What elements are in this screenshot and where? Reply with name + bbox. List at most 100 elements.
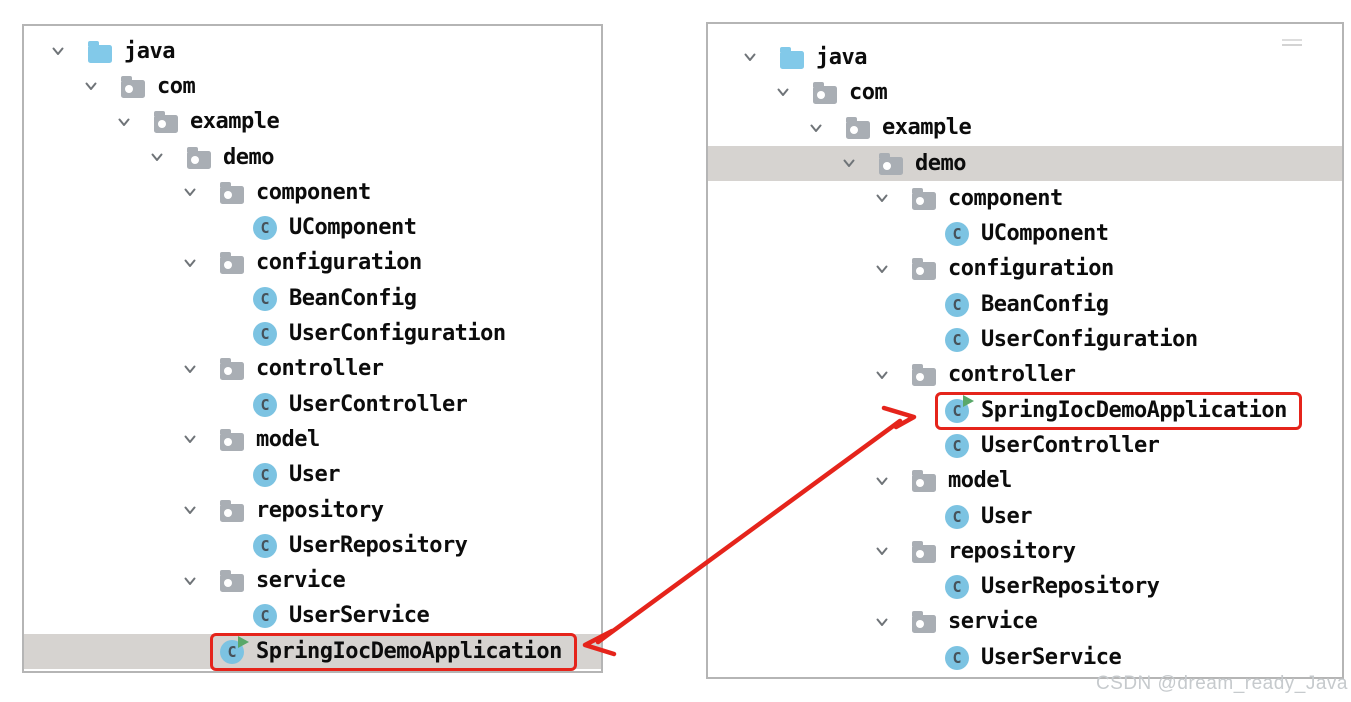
chevron-down-icon[interactable]	[744, 53, 756, 62]
tree-item-demo[interactable]: demo	[24, 140, 601, 175]
tree-item-model[interactable]: model	[24, 422, 601, 457]
tree-item-controller[interactable]: controller	[708, 358, 1342, 393]
chevron-down-icon[interactable]	[876, 265, 888, 274]
chevron-down-icon[interactable]	[184, 259, 196, 268]
tree-item-model[interactable]: model	[708, 464, 1342, 499]
tree-item-configuration[interactable]: configuration	[708, 252, 1342, 287]
chevron-down-icon[interactable]	[184, 577, 196, 586]
chevron-down-icon[interactable]	[184, 506, 196, 515]
chevron-down-icon[interactable]	[876, 371, 888, 380]
class-letter: C	[260, 289, 270, 308]
package-folder-icon	[912, 540, 936, 563]
tree-item-component[interactable]: component	[708, 181, 1342, 216]
indent-spacer	[217, 612, 229, 621]
indent-spacer	[217, 224, 229, 233]
chevron-down-icon[interactable]	[52, 47, 64, 56]
item-content: example	[154, 109, 280, 135]
chevron-down-icon[interactable]	[876, 547, 888, 556]
class-letter: C	[260, 395, 270, 414]
chevron-down-icon[interactable]	[184, 435, 196, 444]
tree-item-repository[interactable]: repository	[708, 534, 1342, 569]
tree-item-demo[interactable]: demo	[708, 145, 1342, 182]
tree-item-label: UserController	[981, 432, 1160, 458]
drag-handle-icon[interactable]	[1282, 39, 1302, 46]
package-folder-icon	[220, 499, 244, 522]
class-icon: C	[945, 328, 969, 353]
tree-item-example[interactable]: example	[24, 105, 601, 140]
class-letter: C	[952, 401, 962, 420]
chevron-down-icon[interactable]	[777, 88, 789, 97]
tree-item-repository[interactable]: repository	[24, 493, 601, 528]
package-folder-icon	[121, 75, 145, 98]
package-folder-icon	[846, 117, 870, 140]
class-letter: C	[952, 331, 962, 350]
package-folder-icon	[912, 470, 936, 493]
chevron-down-icon[interactable]	[151, 153, 163, 162]
chevron-down-icon[interactable]	[876, 194, 888, 203]
chevron-down-icon[interactable]	[810, 124, 822, 133]
tree-item-label: controller	[948, 362, 1076, 388]
source-folder-icon	[88, 40, 112, 63]
indent-spacer	[909, 441, 921, 450]
tree-item-configuration[interactable]: configuration	[24, 246, 601, 281]
tree-item-com[interactable]: com	[24, 69, 601, 104]
tree-item-service[interactable]: service	[24, 563, 601, 598]
chevron-down-icon[interactable]	[876, 618, 888, 627]
tree-item-java[interactable]: java	[708, 40, 1342, 75]
indent-spacer	[909, 300, 921, 309]
run-overlay-icon	[963, 394, 974, 407]
tree-item-label: UComponent	[981, 221, 1109, 247]
class-letter: C	[952, 578, 962, 597]
class-letter: C	[952, 295, 962, 314]
class-icon: C	[253, 463, 277, 488]
tree-item-com[interactable]: com	[708, 75, 1342, 110]
tree-item-component[interactable]: component	[24, 175, 601, 210]
tree-item-service[interactable]: service	[708, 605, 1342, 640]
tree-item-java[interactable]: java	[24, 34, 601, 69]
runnable-class-icon: C	[220, 635, 249, 664]
chevron-down-icon[interactable]	[184, 188, 196, 197]
package-folder-icon	[912, 258, 936, 281]
item-content: repository	[912, 540, 1076, 563]
chevron-down-icon[interactable]	[118, 118, 130, 127]
chevron-down-icon[interactable]	[184, 365, 196, 374]
package-folder-icon	[912, 611, 936, 634]
chevron-down-icon[interactable]	[85, 82, 97, 91]
chevron-down-icon[interactable]	[843, 159, 855, 168]
tree-item-label: example	[190, 109, 280, 135]
item-content: com	[121, 75, 196, 98]
class-icon: C	[253, 533, 277, 558]
tree-item-controller[interactable]: controller	[24, 352, 601, 387]
tree-item-example[interactable]: example	[708, 111, 1342, 146]
package-folder-icon	[154, 111, 178, 134]
item-content: java	[780, 46, 867, 69]
tree-item-label: model	[256, 426, 320, 452]
class-icon: C	[253, 322, 277, 347]
tree-item-label: model	[948, 468, 1012, 494]
chevron-down-icon[interactable]	[876, 477, 888, 486]
item-content: demo	[187, 146, 274, 169]
indent-spacer	[184, 647, 196, 656]
item-content: example	[846, 117, 972, 140]
